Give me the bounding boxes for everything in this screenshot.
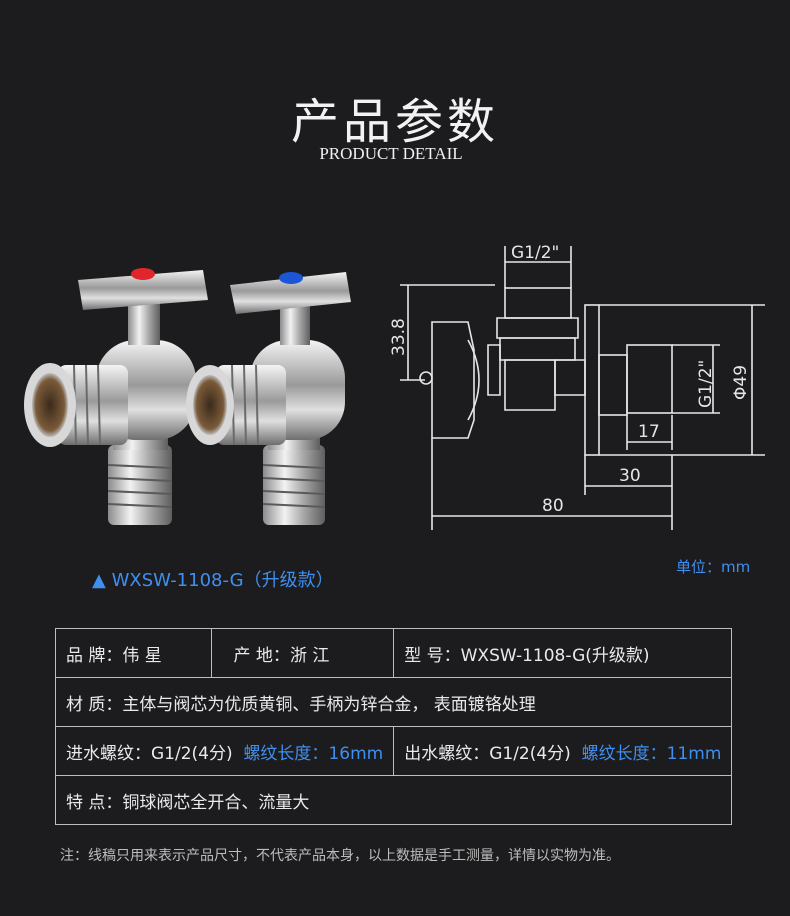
page-title: 产品参数 [290, 94, 499, 150]
cold-indicator-icon [279, 272, 303, 284]
product-photo [24, 268, 351, 525]
dim-17: 17 [638, 422, 660, 442]
dim-80: 80 [542, 496, 564, 516]
disclaimer-note: 注：线稿只用来表示产品尺寸，不代表产品本身，以上数据是手工测量，详情以实物为准。 [60, 848, 620, 864]
model-label: 型 号： [404, 645, 461, 666]
outlet-length-label: 螺纹长度： [581, 743, 667, 764]
origin-cell: 产 地：浙 江 [210, 628, 395, 678]
valve-cold [186, 272, 351, 525]
dim-thread-side: G1/2" [696, 360, 716, 408]
origin-value: 浙 江 [289, 645, 330, 666]
hot-indicator-icon [131, 268, 155, 280]
dim-diameter: Φ49 [731, 365, 751, 400]
inlet-length-label: 螺纹长度： [243, 743, 329, 764]
unit-label: 单位：mm [676, 558, 751, 576]
technical-drawing: G1/2" 33.8 G1/2" Φ49 17 30 80 [389, 243, 765, 530]
model-caption: ▲ WXSW-1108-G（升级款） [92, 570, 334, 591]
table-row: 材 质：主体与阀芯为优质黄铜、手柄为锌合金， 表面镀铬处理 [54, 677, 733, 727]
dim-thread-top: G1/2" [511, 243, 559, 263]
page-subtitle: PRODUCT DETAIL [319, 144, 463, 163]
table-row: 品 牌：伟 星 产 地：浙 江 型 号：WXSW-1108-G(升级款) [55, 628, 733, 678]
model-cell: 型 号：WXSW-1108-G(升级款) [393, 628, 733, 678]
outlet-cell: 出水螺纹：G1/2(4分) 螺纹长度：11mm [393, 726, 733, 776]
dim-30: 30 [619, 466, 641, 486]
inlet-value: G1/2(4分) [151, 743, 233, 764]
brand-cell: 品 牌：伟 星 [55, 628, 212, 678]
outlet-value: G1/2(4分) [489, 743, 571, 764]
table-row: 特 点：铜球阀芯全开合、流量大 [54, 775, 733, 825]
feature-label: 特 点： [66, 792, 123, 813]
origin-label: 产 地： [233, 645, 290, 666]
inlet-label: 进水螺纹： [66, 743, 151, 764]
model-value: WXSW-1108-G(升级款) [460, 645, 650, 666]
material-label: 材 质： [66, 694, 123, 715]
inlet-cell: 进水螺纹：G1/2(4分) 螺纹长度：16mm [54, 726, 395, 776]
brand-label: 品 牌： [66, 645, 123, 666]
inlet-length-value: 16mm [328, 743, 384, 764]
outlet-length-value: 11mm [666, 743, 722, 764]
valve-hot [24, 268, 208, 525]
brand-value: 伟 星 [122, 645, 162, 666]
outlet-label: 出水螺纹： [404, 743, 490, 764]
material-cell: 材 质：主体与阀芯为优质黄铜、手柄为锌合金， 表面镀铬处理 [54, 677, 733, 727]
feature-cell: 特 点：铜球阀芯全开合、流量大 [54, 775, 733, 825]
spec-table: 品 牌：伟 星 产 地：浙 江 型 号：WXSW-1108-G(升级款) 材 质… [54, 628, 733, 825]
dim-height: 33.8 [389, 318, 409, 356]
feature-value: 铜球阀芯全开合、流量大 [122, 792, 310, 813]
material-value: 主体与阀芯为优质黄铜、手柄为锌合金， 表面镀铬处理 [122, 694, 536, 715]
table-row: 进水螺纹：G1/2(4分) 螺纹长度：16mm 出水螺纹：G1/2(4分) 螺纹… [54, 726, 733, 776]
